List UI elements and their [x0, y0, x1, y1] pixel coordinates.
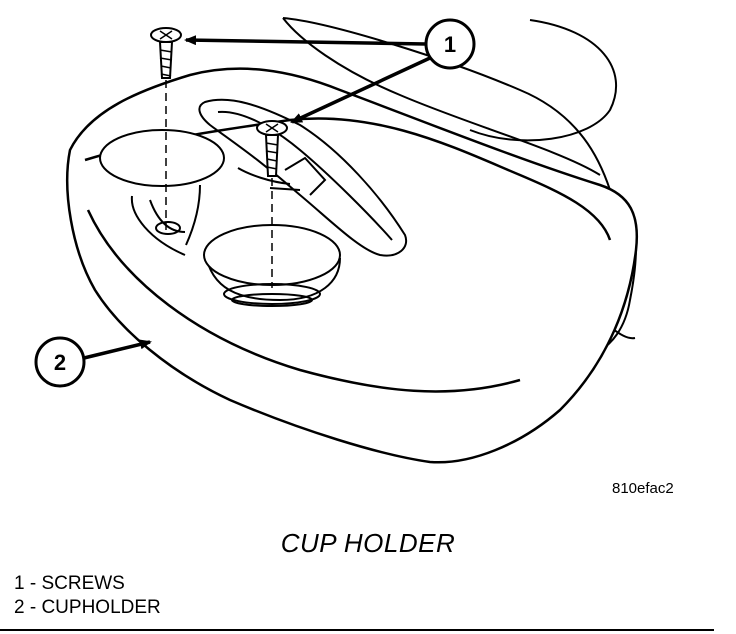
- right-cup-recess: [203, 224, 341, 307]
- left-cup-recess: [99, 129, 225, 256]
- callout-1-number: 1: [444, 32, 456, 57]
- figure-code: 810efac2: [612, 480, 674, 497]
- callout-2-number: 2: [54, 350, 66, 375]
- callout-1-badge: 1: [424, 18, 476, 70]
- cupholder-body: [66, 67, 639, 464]
- screw-right: [256, 120, 288, 177]
- slot-channel: [198, 98, 408, 257]
- callout-2-badge: 2: [34, 336, 86, 388]
- callout-2-arrow: [83, 339, 152, 360]
- screw-left: [150, 27, 182, 79]
- legend: 1 - SCREWS 2 - CUPHOLDER: [14, 572, 161, 620]
- legend-item: 2 - CUPHOLDER: [14, 597, 161, 618]
- callout-1-arrow-left: [184, 35, 427, 46]
- caption-title: CUP HOLDER: [280, 528, 456, 558]
- legend-item: 1 - SCREWS: [14, 573, 125, 594]
- bottom-rule: [0, 629, 714, 631]
- callout-1-arrow-right: [290, 56, 431, 124]
- cupholder-illustration: 1 2: [34, 17, 639, 464]
